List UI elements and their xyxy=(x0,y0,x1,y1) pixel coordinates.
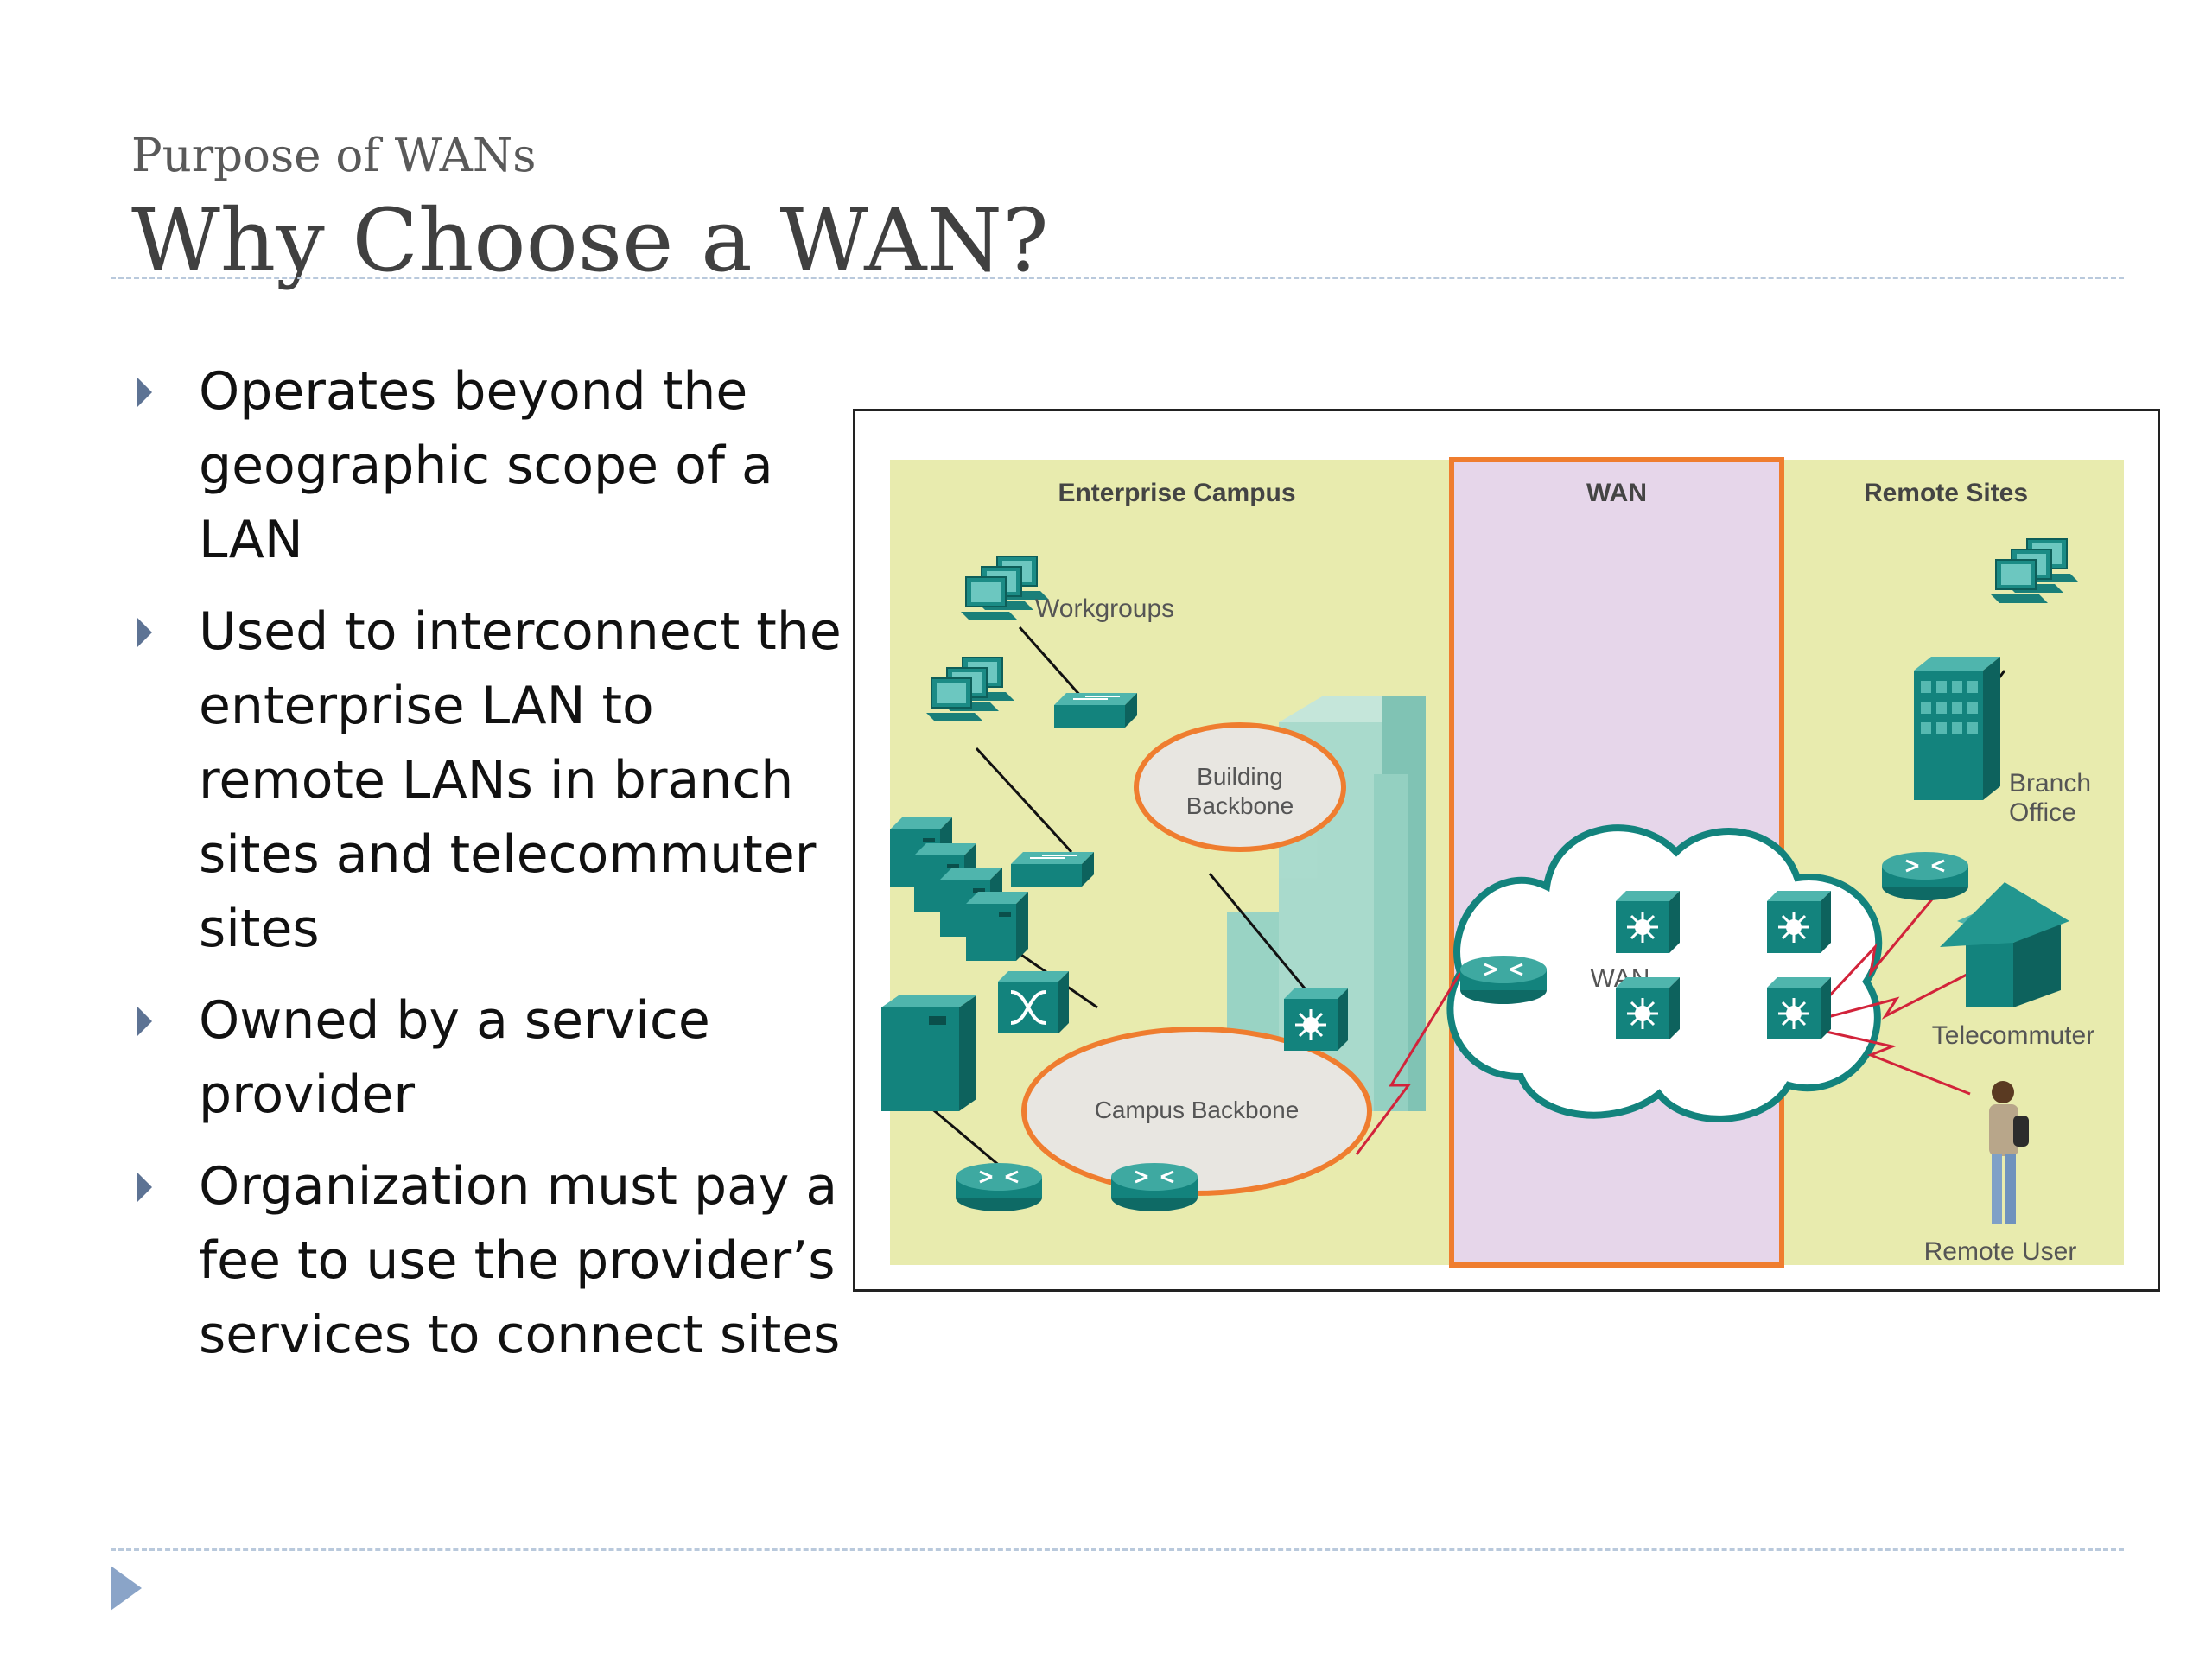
branch-router-icon xyxy=(1880,850,1970,902)
label-telecommuter: Telecommuter xyxy=(1932,1021,2094,1050)
bullet-arrow-icon xyxy=(137,1006,152,1037)
label-campus-backbone: Campus Backbone xyxy=(1095,1096,1300,1123)
section-wan: WAN xyxy=(1586,479,1647,507)
building-backbone-ring xyxy=(1134,722,1346,852)
slide-subtitle: Purpose of WANs xyxy=(131,130,537,182)
label-office: Office xyxy=(2009,798,2076,827)
label-branch: Branch xyxy=(2009,769,2091,798)
serial-links xyxy=(1355,894,1971,1155)
label-remote-user: Remote User xyxy=(1924,1237,2077,1266)
label-building: Building xyxy=(1197,763,1283,790)
bullet-text: Owned by a service provider xyxy=(199,990,710,1125)
remote-user-icon xyxy=(1989,1081,2029,1224)
access-switch-icon xyxy=(1010,851,1095,887)
slide-corner-arrow-icon xyxy=(111,1566,142,1611)
wan-diagram-svg: Enterprise Campus WAN Remote Sites Build… xyxy=(881,457,2124,1268)
bullet-item: Organization must pay a fee to use the p… xyxy=(130,1149,847,1372)
bullet-arrow-icon xyxy=(137,1172,152,1203)
house-icon xyxy=(1940,882,2069,1007)
label-backbone: Backbone xyxy=(1186,792,1294,819)
wan-switch-icon xyxy=(1765,976,1833,1041)
access-switch-icon xyxy=(1053,692,1138,728)
bullet-item: Used to interconnect the enterprise LAN … xyxy=(130,594,847,966)
bullet-arrow-icon xyxy=(137,377,152,408)
bullet-arrow-icon xyxy=(137,617,152,648)
multilayer-switch-icon xyxy=(1282,987,1350,1052)
bullet-item: Operates beyond the geographic scope of … xyxy=(130,354,847,577)
bullet-item: Owned by a service provider xyxy=(130,983,847,1132)
slide-title: Why Choose a WAN? xyxy=(131,190,1049,291)
bullet-list: Operates beyond the geographic scope of … xyxy=(130,354,847,1389)
mainframe-icon xyxy=(881,995,976,1111)
footer-divider xyxy=(111,1548,2124,1551)
wan-switch-icon xyxy=(1614,889,1681,955)
branch-building-icon xyxy=(1914,657,2000,800)
label-workgroups: Workgroups xyxy=(1035,594,1174,623)
bullet-text: Operates beyond the geographic scope of … xyxy=(199,361,773,570)
section-remote-sites: Remote Sites xyxy=(1864,479,2028,507)
section-enterprise-campus: Enterprise Campus xyxy=(1058,479,1295,507)
title-divider xyxy=(111,276,2124,279)
router-icon xyxy=(954,1161,1044,1213)
wan-diagram: Enterprise Campus WAN Remote Sites Build… xyxy=(853,409,2160,1292)
atm-switch-icon xyxy=(998,971,1069,1033)
bullet-text: Used to interconnect the enterprise LAN … xyxy=(199,601,842,959)
edge-router-icon xyxy=(1459,954,1548,1006)
wan-switch-icon xyxy=(1614,976,1681,1041)
bullet-text: Organization must pay a fee to use the p… xyxy=(199,1156,841,1365)
router-icon xyxy=(1109,1161,1199,1213)
wan-switch-icon xyxy=(1765,889,1833,955)
